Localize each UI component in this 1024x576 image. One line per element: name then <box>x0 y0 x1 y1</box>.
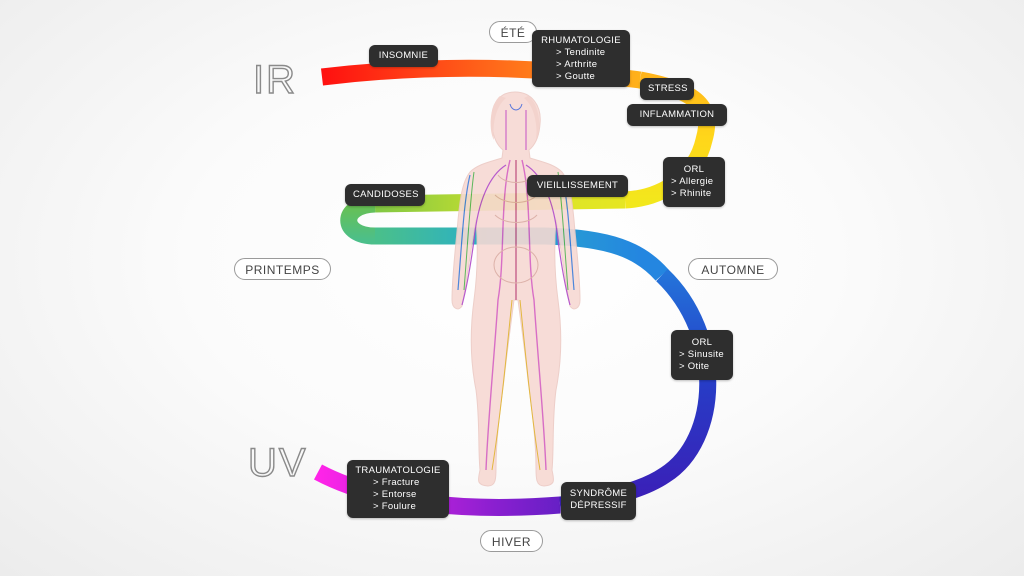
tag-rhumatologie-item: > Goutte <box>556 71 596 82</box>
tag-rhumatologie-item: > Arthrite <box>556 59 598 70</box>
tag-syndrome-title-2: DÉPRESSIF <box>570 500 627 511</box>
tag-orl-item: > Allergie <box>671 176 714 187</box>
season-spring: PRINTEMPS <box>234 258 331 280</box>
tag-vieillissement: VIEILLISSEMENT <box>527 175 628 197</box>
tag-orl-allergie: ORL > Allergie > Rhinite <box>663 157 725 207</box>
tag-traumatologie-title: TRAUMATOLOGIE <box>355 465 441 476</box>
ir-label: IR <box>252 58 297 102</box>
season-winter: HIVER <box>480 530 543 552</box>
tag-traumatologie-item: > Fracture <box>373 477 420 488</box>
tag-stress-title: STRESS <box>648 83 688 94</box>
tag-traumatologie-item: > Foulure <box>373 501 417 512</box>
tag-orl-title: ORL <box>691 337 713 348</box>
tag-rhumatologie: RHUMATOLOGIE > Tendinite > Arthrite > Go… <box>532 30 630 87</box>
tag-inflammation: INFLAMMATION <box>627 104 727 126</box>
tag-candidoses: CANDIDOSES <box>345 184 425 206</box>
tag-rhumatologie-title: RHUMATOLOGIE <box>541 35 621 46</box>
tag-syndrome-title: SYNDRÔME <box>569 488 628 499</box>
tag-orl-item: > Rhinite <box>671 188 712 199</box>
season-summer: ÉTÉ <box>489 21 537 43</box>
tag-insomnie-title: INSOMNIE <box>378 50 429 61</box>
tag-traumatologie-item: > Entorse <box>373 489 417 500</box>
tag-traumatologie: TRAUMATOLOGIE > Fracture > Entorse > Fou… <box>347 460 449 518</box>
tag-orl-sinusite: ORL > Sinusite > Otite <box>671 330 733 380</box>
tag-vieillissement-title: VIEILLISSEMENT <box>536 180 619 191</box>
tag-orl-item: > Otite <box>679 361 710 372</box>
tag-orl-item: > Sinusite <box>679 349 724 360</box>
tag-insomnie: INSOMNIE <box>369 45 438 67</box>
season-autumn: AUTOMNE <box>688 258 778 280</box>
tag-rhumatologie-item: > Tendinite <box>556 47 606 58</box>
tag-orl-title: ORL <box>683 164 705 175</box>
uv-label: UV <box>247 441 308 485</box>
tag-candidoses-title: CANDIDOSES <box>353 189 419 200</box>
tag-stress: STRESS <box>640 78 694 100</box>
tag-inflammation-title: INFLAMMATION <box>639 109 715 120</box>
tag-syndrome-depressif: SYNDRÔME DÉPRESSIF <box>561 482 636 520</box>
